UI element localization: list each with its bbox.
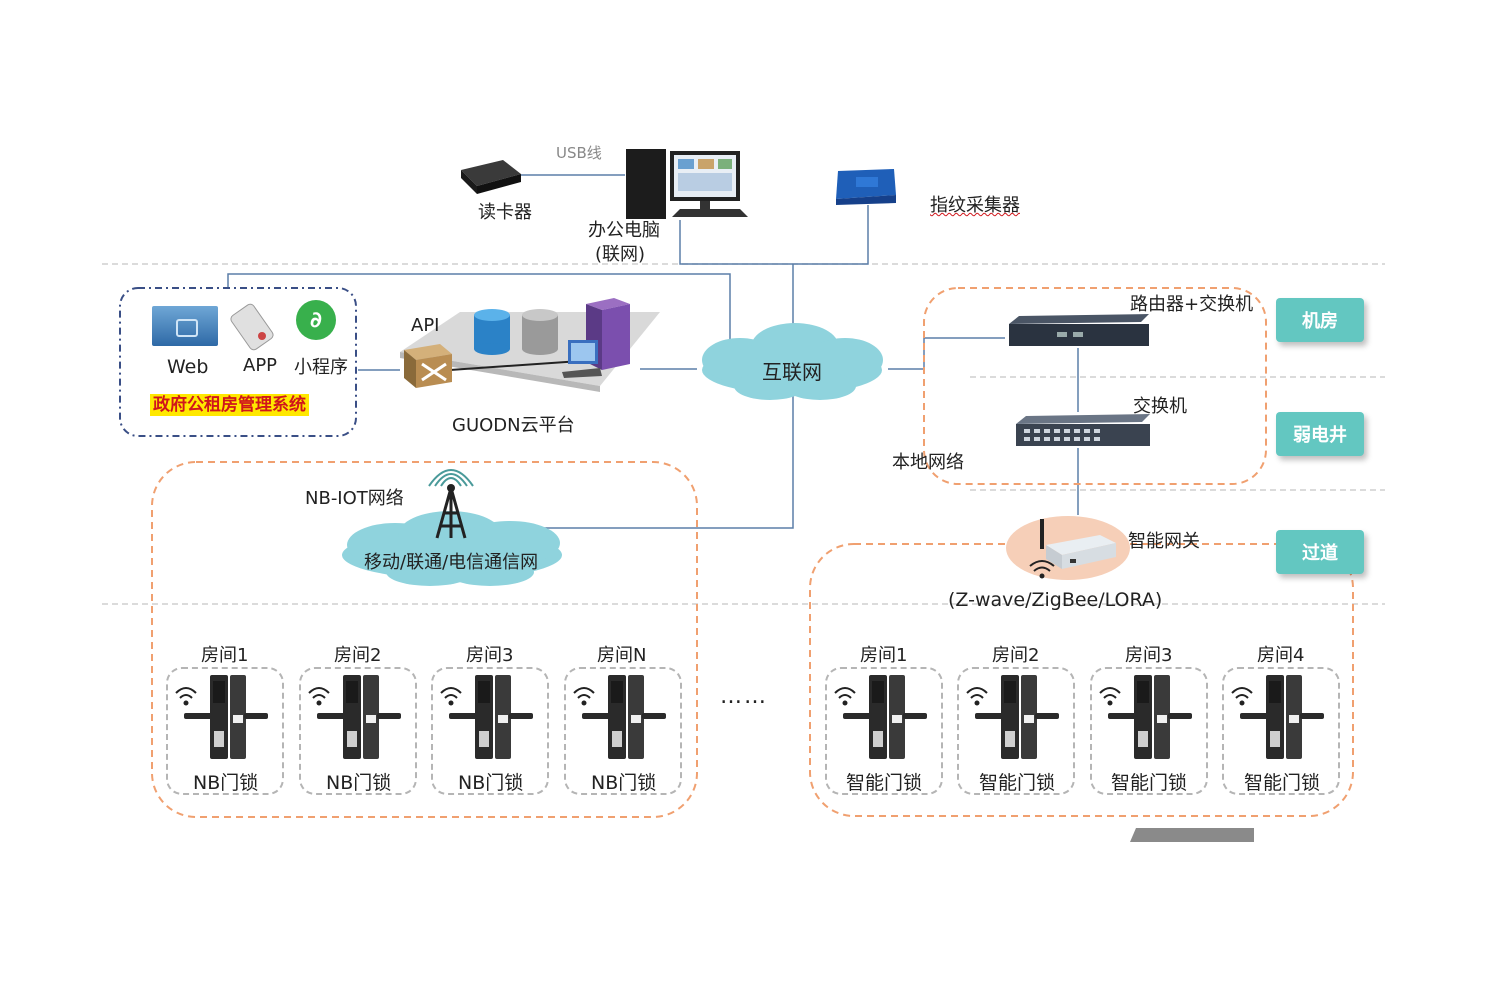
room-box [299, 667, 417, 795]
door-lock-icon [440, 675, 533, 759]
door-lock-icon [1099, 675, 1192, 759]
usb-cable-label: USB线 [556, 144, 602, 162]
office-pc-sublabel: (联网) [595, 244, 646, 265]
door-lock-icon [573, 675, 666, 759]
zone-corridor: 过道 [1276, 530, 1364, 574]
lock-label: 智能门锁 [979, 772, 1056, 794]
api-switch-icon [404, 344, 452, 388]
web-label: Web [167, 356, 209, 378]
lock-label: NB门锁 [591, 772, 657, 794]
door-lock-icon [308, 675, 401, 759]
internet-label: 互联网 [762, 360, 822, 384]
app-label: APP [243, 355, 278, 376]
card-reader-label: 读卡器 [478, 202, 532, 223]
door-lock-icon [966, 675, 1059, 759]
router-switch-label: 路由器+交换机 [1130, 294, 1254, 315]
door-lock-icon [175, 675, 268, 759]
monitor-icon [562, 340, 602, 378]
door-lock-icon [1231, 675, 1324, 759]
system-name-text: 政府公租房管理系统 [150, 394, 309, 416]
system-name-label: 政府公租房管理系统 [150, 390, 309, 416]
cloud-platform-label: GUODN云平台 [452, 415, 575, 436]
room-box [166, 667, 284, 795]
ellipsis: …… [720, 684, 768, 709]
local-network-label: 本地网络 [892, 452, 964, 473]
room-box [957, 667, 1075, 795]
room-box [825, 667, 943, 795]
room-title: 房间N [597, 645, 647, 666]
api-label: API [411, 315, 440, 336]
lock-label: 智能门锁 [1244, 772, 1321, 794]
gateway-wireless-icon [1029, 560, 1055, 579]
room-title: 房间3 [1125, 645, 1173, 666]
lock-label: NB门锁 [458, 772, 524, 794]
lock-label: 智能门锁 [1111, 772, 1188, 794]
switch-label: 交换机 [1133, 396, 1187, 417]
lock-label: NB门锁 [193, 772, 259, 794]
office-pc-icon [626, 149, 748, 219]
switch-icon [1016, 414, 1150, 446]
office-pc-label: 办公电脑 [588, 220, 660, 241]
room-title: 房间1 [860, 645, 908, 666]
web-icon [152, 306, 218, 346]
room-box [564, 667, 682, 795]
door-lock-icon [834, 675, 927, 759]
room-box [431, 667, 549, 795]
protocols-label: (Z-wave/ZigBee/LORA) [948, 589, 1163, 611]
room-title: 房间2 [992, 645, 1040, 666]
app-phone-icon [228, 301, 278, 353]
lock-label: 智能门锁 [846, 772, 923, 794]
cell-tower-icon [428, 469, 474, 539]
database-gray-icon [522, 309, 558, 355]
zone-weak-shaft: 弱电井 [1276, 412, 1364, 456]
gateway-label: 智能网关 [1128, 531, 1200, 552]
room-box [1222, 667, 1340, 795]
carriers-label: 移动/联通/电信通信网 [364, 552, 539, 573]
database-blue-icon [474, 309, 510, 355]
zone-machine-room: 机房 [1276, 298, 1364, 342]
fingerprint-reader-icon [836, 169, 896, 205]
lock-label: NB门锁 [326, 772, 392, 794]
gateway-icon [1040, 519, 1116, 569]
mini-program-label: 小程序 [294, 357, 348, 378]
room-title: 房间3 [466, 645, 514, 666]
fingerprint-label: 指纹采集器 [930, 195, 1020, 216]
room-box [1090, 667, 1208, 795]
card-reader-icon [461, 160, 521, 194]
mini-program-icon: ∂ [296, 300, 336, 340]
room-title: 房间1 [201, 645, 249, 666]
router-icon [1009, 314, 1149, 346]
room-title: 房间2 [334, 645, 382, 666]
room-title: 房间4 [1257, 645, 1305, 666]
nb-iot-label: NB-IOT网络 [305, 488, 404, 509]
